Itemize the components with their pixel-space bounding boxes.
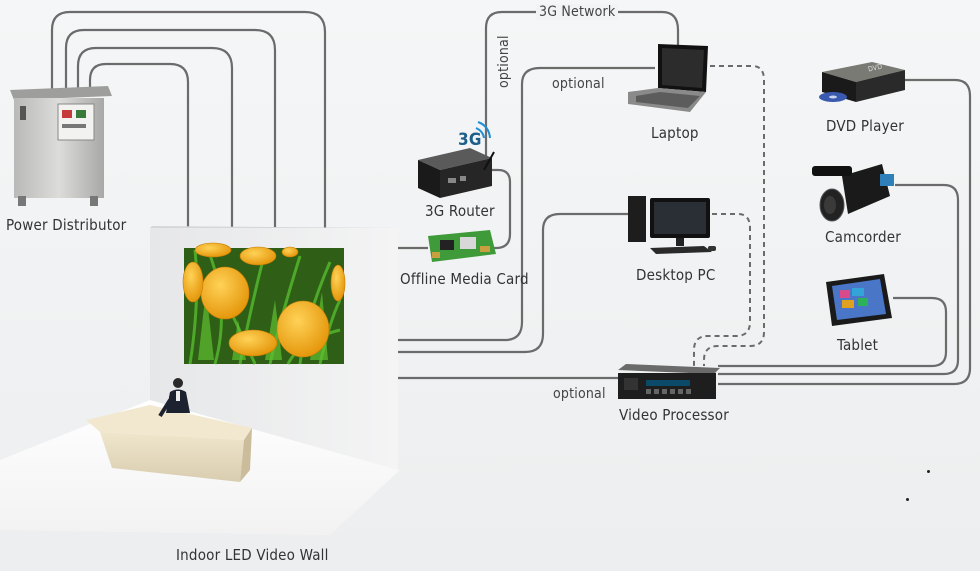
- router-3g-label: 3G Router: [425, 202, 495, 220]
- decorative-dot: [927, 470, 930, 473]
- video-processor: [618, 364, 720, 399]
- laptop-label: Laptop: [651, 124, 699, 142]
- presenter-desk: [86, 378, 252, 482]
- network-3g-label: 3G Network: [536, 4, 619, 20]
- dvd-player: [819, 62, 905, 102]
- offline-media-card: [428, 230, 496, 262]
- optional-laptop-label: optional: [552, 76, 605, 92]
- desktop-pc: [628, 196, 716, 254]
- decorative-dot: [906, 498, 909, 501]
- desktop-pc-label: Desktop PC: [636, 266, 716, 284]
- camcorder: [812, 164, 894, 222]
- badge-3g: 3G: [458, 130, 482, 150]
- power-distributor: [10, 86, 112, 206]
- wifi-icon: [475, 121, 491, 139]
- video-processor-label: Video Processor: [619, 406, 729, 424]
- dvd-player-label: DVD Player: [826, 117, 905, 135]
- tablet-label: Tablet: [837, 336, 879, 354]
- power-cables: [50, 10, 327, 228]
- power-distributor-label: Power Distributor: [6, 216, 127, 234]
- camcorder-label: Camcorder: [825, 228, 902, 246]
- tablet: [826, 274, 892, 326]
- dashed-cables: [693, 65, 765, 366]
- optional-vertical-label: optional: [496, 35, 512, 88]
- led-wall-label: Indoor LED Video Wall: [176, 546, 329, 564]
- led-wall: [150, 226, 400, 470]
- offline-media-card-label: Offline Media Card: [400, 270, 529, 288]
- optional-processor-label: optional: [553, 386, 606, 402]
- router-3g: [418, 148, 495, 198]
- laptop: [628, 44, 708, 112]
